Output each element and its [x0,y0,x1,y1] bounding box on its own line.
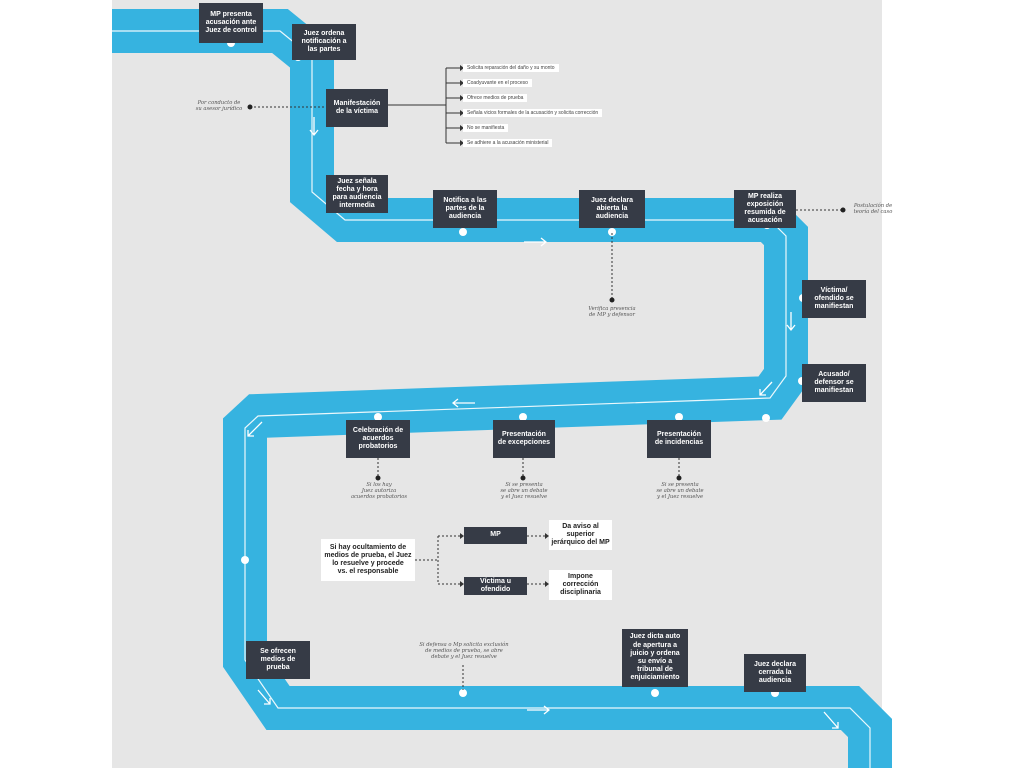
arrow-right-icon [527,705,551,715]
arrow-down-icon [309,117,319,137]
step-se-ofrecen-medios: Se ofrecen medios de prueba [246,641,310,679]
branch-arrowhead [460,95,464,101]
branch-arrowhead [460,140,464,146]
step-juez-ordena-notificacion: Juez ordena notificación a las partes [292,24,356,60]
note-postulacion-teoria: Postulación de teoría del caso [853,203,893,215]
step-presentacion-excepciones: Presentación de excepciones [493,420,555,458]
arrow-down-icon [786,312,796,332]
step-mp-presenta-acusacion: MP presenta acusación ante Juez de contr… [199,3,263,43]
da-aviso-superior: Da aviso al superior jerárquico del MP [549,520,612,550]
step-manifestacion-victima: Manifestación de la víctima [326,89,388,127]
victim-option: Señala vicios formales de la acusación y… [463,109,603,117]
note-asesor-juridico: Por conducto de su asesor jurídico [195,100,243,112]
step-marker [459,689,467,697]
branch-arrowhead [460,533,464,539]
note-debate-incidencias: Si se presenta se abre un debate y el Ju… [656,482,704,500]
step-juez-senala-fecha: Juez señala fecha y hora para audiencia … [326,175,388,213]
step-victima-ofendido-manifiestan: Víctima/ ofendido se manifiestan [802,280,866,318]
branch-connector [388,68,447,143]
step-marker [762,414,770,422]
branch-arrowhead [460,65,464,71]
arrow-right-icon [524,237,548,247]
note-dot [840,207,846,213]
victim-option: Solicita reparación del daño y su monto [463,64,559,72]
victim-option: Coadyuvante en el proceso [463,79,532,87]
impone-correccion: Impone corrección disciplinaria [549,570,612,600]
note-dot [676,475,682,481]
victim-option: No se manifiesta [463,124,509,132]
branch-victima-u-ofendido: Víctima u ofendido [464,577,527,595]
victim-option: Ofrece medios de prueba [463,94,528,102]
note-debate-excepciones: Si se presenta se abre un debate y el Ju… [500,482,548,500]
flow-river-centerline [112,30,871,768]
note-dot [247,104,253,110]
step-marker [608,228,616,236]
branch-connector [446,67,460,144]
note-dot [520,475,526,481]
step-marker [459,228,467,236]
arrow-down-right-icon [823,711,839,729]
note-exclusion-medios: Si defensa o Mp solicita exclusión de me… [419,642,509,660]
ocultamiento-medios-prueba: Si hay ocultamiento de medios de prueba,… [321,539,415,581]
branch-arrowhead [460,80,464,86]
step-juez-declara-cerrada: Juez declara cerrada la audiencia [744,654,806,692]
branch-arrowhead [460,110,464,116]
step-juez-declara-abierta: Juez declara abierta la audiencia [579,190,645,228]
note-verifica-presencia: Verifica presencia de MP y defensor [588,306,636,318]
branch-arrowhead [545,581,549,587]
victim-option: Se adhiere a la acusación ministerial [463,139,553,147]
arrow-down-right-icon [759,381,773,396]
branch-mp: MP [464,527,527,544]
step-mp-realiza-exposicion: MP realiza exposición resumida de acusac… [734,190,796,228]
step-juez-dicta-auto: Juez dicta auto de apertura a juicio y o… [622,629,688,687]
arrow-left-icon [451,398,475,408]
branch-connector [415,535,545,585]
branch-arrowhead [460,581,464,587]
step-notifica-partes: Notifica a las partes de la audiencia [433,190,497,228]
step-marker [651,689,659,697]
arrow-down-right-icon [257,689,271,705]
step-acusado-defensor-manifiestan: Acusado/ defensor se manifiestan [802,364,866,402]
note-dot [609,297,615,303]
step-marker [675,413,683,421]
note-dot [375,475,381,481]
branch-arrowhead [545,533,549,539]
note-acuerdos-probatorios: Si los hay Juez autoriza acuerdos probat… [350,482,408,500]
step-marker [374,413,382,421]
branch-arrowhead [460,125,464,131]
step-celebracion-acuerdos: Celebración de acuerdos probatorios [346,420,410,458]
step-marker [519,413,527,421]
step-presentacion-incidencias: Presentación de incidencias [647,420,711,458]
step-marker [241,556,249,564]
arrow-down-left-icon [247,421,263,437]
